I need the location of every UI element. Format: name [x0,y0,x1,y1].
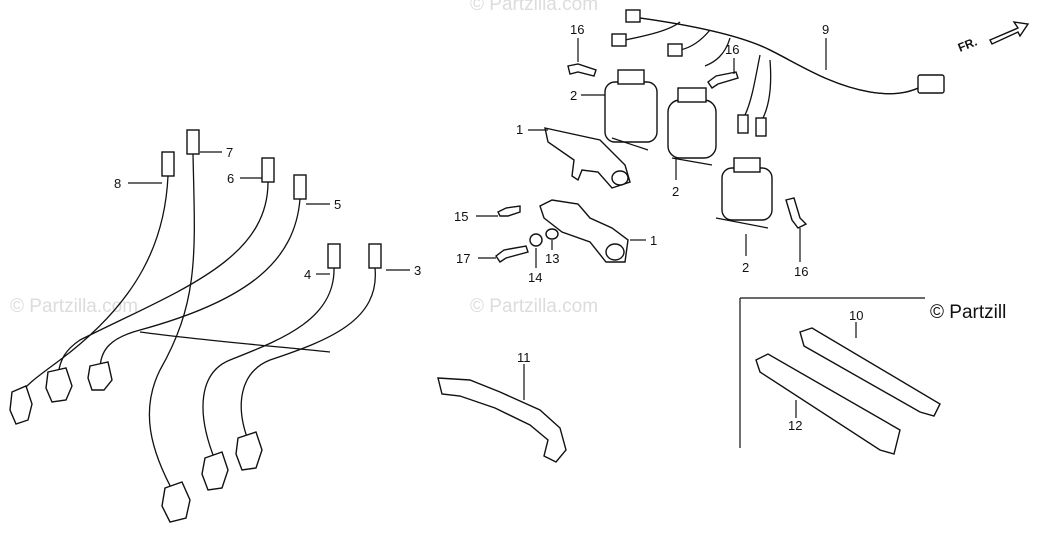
callout-6: 6 [227,171,234,186]
bolt-icon [495,245,529,263]
washer-icon [545,228,559,240]
washer-icon [529,233,543,247]
callout-7: 7 [226,145,233,160]
coil-bracket-icon [544,127,631,189]
callout-9: 9 [822,22,829,37]
watermark-center: © Partzilla.com [470,296,598,317]
cable-clamp-icon [437,377,567,463]
spark-plug-cap-icon [9,361,263,523]
callout-14: 14 [528,270,542,285]
ignition-coil-icon [667,87,717,166]
watermark-top: © Partzilla.com [470,0,598,15]
callout-12: 12 [788,418,802,433]
callout-16: 16 [725,42,739,57]
callout-1: 1 [516,122,523,137]
clamp-set-box [739,297,941,455]
callout-15: 15 [454,209,468,224]
callout-8: 8 [114,176,121,191]
spark-plug-cable-icon [19,129,382,496]
bolt-icon [567,63,597,77]
cable-clamp-icon [799,327,941,417]
callout-4: 4 [304,267,311,282]
callout-2: 2 [672,184,679,199]
ignition-coil-icon [715,157,773,229]
wire-harness-icon [611,9,945,137]
callout-16: 16 [794,264,808,279]
bolt-icon [497,205,521,217]
bolt-icon [785,197,808,229]
cable-clamp-icon [755,353,901,455]
callout-10: 10 [849,308,863,323]
ignition-coil-icon [604,69,658,151]
bolt-icon [707,71,739,89]
front-arrow-icon: FR. [956,21,1030,55]
callout-17: 17 [456,251,470,266]
watermark-left: © Partzilla.com [10,296,138,317]
copyright-text: © Partzill [930,302,1006,323]
callout-13: 13 [545,251,559,266]
front-label: FR. [956,35,979,55]
callout-5: 5 [334,197,341,212]
callout-1: 1 [650,233,657,248]
callout-16: 16 [570,22,584,37]
leader-lines [128,38,857,418]
callout-11: 11 [517,350,531,365]
coil-bracket-icon [539,199,629,263]
callout-3: 3 [414,263,421,278]
callout-2: 2 [742,260,749,275]
callout-2: 2 [570,88,577,103]
